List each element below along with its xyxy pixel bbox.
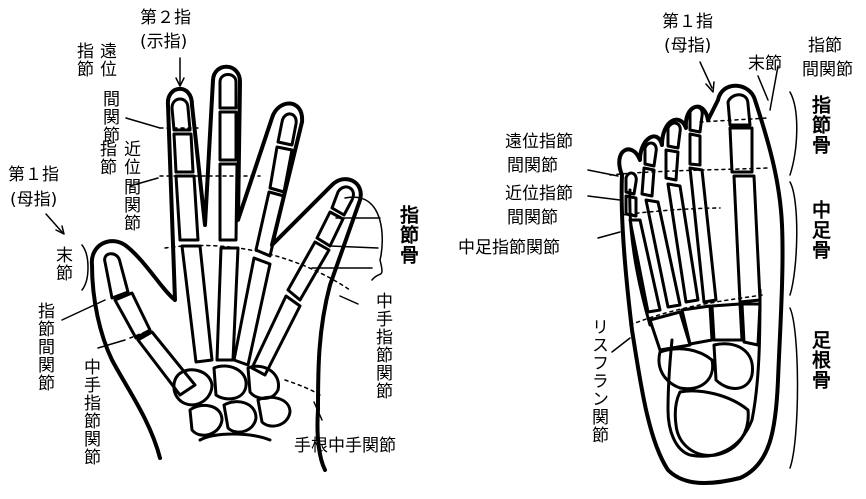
hand-finger1-sub: (母指): [10, 190, 58, 210]
foot-big-toe-sub: (母指): [664, 36, 712, 56]
foot-tarsals: 足根骨: [809, 330, 831, 390]
hand-finger1-title: 第１指: [8, 165, 59, 185]
tarsal-bones: [648, 302, 762, 457]
foot-skeleton-outline: [628, 188, 762, 458]
hand-pip-label-2: 指節: [96, 140, 116, 176]
hand-thumb-ip: 指節間関節: [34, 302, 54, 392]
foot-joint-lines: [609, 117, 769, 326]
ring-bones: [232, 112, 298, 367]
hand-joint-lines: [129, 127, 351, 396]
foot-pip-line1: 近位指節: [505, 184, 573, 204]
hand-distal-phalanx: 末節: [52, 246, 72, 282]
foot-ip-line1: 指節: [808, 36, 842, 56]
hand-finger2-title: 第２指: [140, 8, 191, 28]
hand-dip-label-2: 指節: [73, 42, 93, 78]
hand-mcp-right: 中手指節関節: [372, 292, 392, 400]
hand-dip-label-3: 間関節: [99, 90, 119, 144]
foot-dip-line1: 遠位指節: [505, 132, 573, 152]
hand-finger2-sub: (示指): [140, 32, 188, 52]
foot-dip-line2: 間関節: [507, 156, 558, 176]
foot-leaders: [587, 61, 799, 469]
middle-bones: [215, 73, 240, 362]
foot-phalanges: 指節骨: [809, 95, 831, 155]
foot-distal-phalanx: 末節: [748, 54, 782, 74]
foot-lisfranc: リスフラン関節: [588, 318, 608, 444]
hand-mcp-left: 中手指節関節: [80, 358, 100, 466]
hand-illustration: [45, 57, 384, 472]
toe-bones: [624, 93, 762, 314]
foot-outline: [617, 83, 785, 486]
foot-ip-line2: 間関節: [802, 60, 853, 80]
hand-dip-label-1: 遠位: [96, 42, 116, 78]
carpal-bones: [172, 364, 292, 442]
hand-leaders: [45, 57, 384, 421]
hand-pip-label-1: 近位: [120, 140, 140, 176]
index-bones: [170, 97, 214, 364]
hand-cmc: 手根中手関節: [294, 436, 396, 456]
foot-illustration: [587, 61, 799, 486]
foot-metatarsals: 中足骨: [809, 200, 831, 260]
hand-pip-label-3: 間関節: [120, 178, 140, 232]
foot-big-toe-title: 第１指: [662, 12, 713, 32]
hand-phalanges: 指節骨: [397, 205, 419, 265]
foot-pip-line2: 間関節: [507, 208, 558, 228]
foot-mtp: 中足指節関節: [458, 238, 560, 258]
